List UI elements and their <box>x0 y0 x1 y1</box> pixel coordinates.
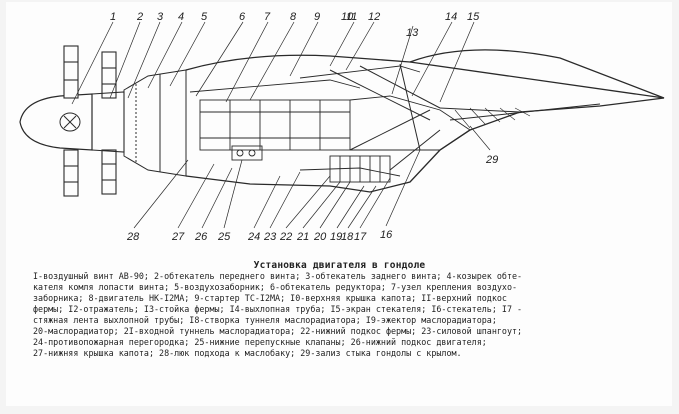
legend-line: 24-противопожарная перегородка; 25-нижни… <box>33 337 487 348</box>
callout-9: 9 <box>314 11 320 23</box>
callout-14: 14 <box>445 11 457 23</box>
callout-15: 15 <box>467 11 480 23</box>
legend-line: фермы; I2-отражатель; I3-стойка фермы; I… <box>33 304 523 315</box>
engine-truss <box>329 63 601 171</box>
callout-25: 25 <box>217 231 231 243</box>
callout-23: 23 <box>263 231 277 243</box>
legend-line: кателя комля лопасти винта; 5-воздухозаб… <box>33 282 518 293</box>
figure-title: Установка двигателя в гондоле <box>253 260 426 271</box>
legend-line: I-воздушный винт АВ-90; 2-обтекатель пер… <box>33 271 523 281</box>
callout-12: 12 <box>368 11 380 23</box>
callout-4: 4 <box>178 11 184 23</box>
callout-5: 5 <box>201 11 208 23</box>
legend: I-воздушный винт АВ-90; 2-обтекатель пер… <box>33 271 663 359</box>
callout-29: 29 <box>485 154 498 166</box>
callout-11: 11 <box>346 11 357 23</box>
callout-19: 19 <box>330 231 342 243</box>
callout-24: 24 <box>247 231 260 243</box>
leader-lines <box>71 21 491 229</box>
legend-line: 27-нижняя крышка капота; 28-люк подхода … <box>33 348 462 359</box>
callout-26: 26 <box>194 231 208 243</box>
legend-line: 20-маслорадиатор; 2I-входной туннель мас… <box>33 326 523 337</box>
nacelle-outline <box>185 49 665 193</box>
callout-3: 3 <box>157 11 164 23</box>
callout-1: 1 <box>110 11 116 23</box>
callout-21: 21 <box>296 231 309 243</box>
callout-6: 6 <box>239 11 246 23</box>
callout-2: 2 <box>136 11 143 23</box>
callout-27: 27 <box>171 231 185 243</box>
legend-line: стяжная лента выхлопной трубы; I8-створк… <box>33 315 497 326</box>
callout-22: 22 <box>279 231 292 243</box>
callout-10: 10 <box>341 11 354 23</box>
callout-8: 8 <box>290 11 297 23</box>
callout-7: 7 <box>264 11 271 23</box>
callout-13: 13 <box>406 27 419 39</box>
legend-line: заборника; 8-двигатель НК-I2МА; 9-старте… <box>33 293 507 304</box>
propeller-blades <box>63 45 117 197</box>
callout-18: 18 <box>341 231 354 243</box>
wing-fillet-hatch <box>454 107 531 129</box>
callout-20: 20 <box>313 231 327 243</box>
propeller-spinner <box>19 93 93 151</box>
callout-28: 28 <box>126 231 140 243</box>
callout-16: 16 <box>380 229 393 241</box>
bottom-callout-numbers: 28 27 26 25 24 23 22 21 20 19 18 17 16 2… <box>126 154 498 243</box>
paper-sheet <box>6 2 672 406</box>
callout-17: 17 <box>354 231 367 243</box>
engine-internals <box>189 65 471 183</box>
engine-nacelle-drawing: 1 2 3 4 5 6 7 8 9 10 11 12 13 14 15 28 2… <box>19 11 665 243</box>
top-callout-numbers: 1 2 3 4 5 6 7 8 9 10 11 12 13 14 15 <box>110 11 480 39</box>
